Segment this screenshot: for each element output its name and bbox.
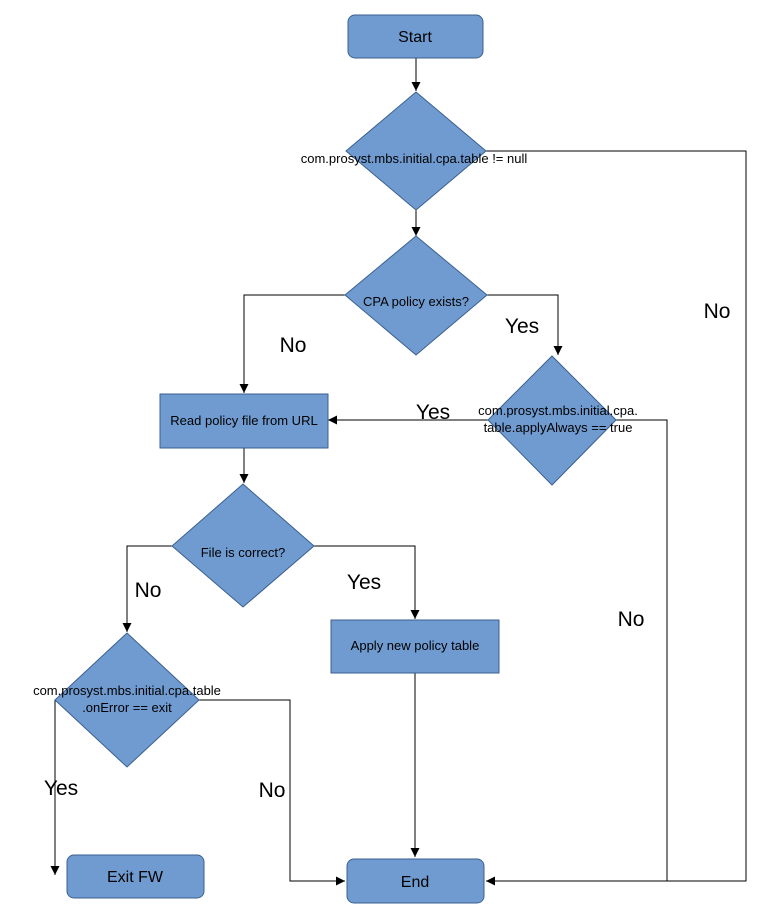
node-start: Start bbox=[347, 14, 484, 59]
cond-apply-label-line2: table.applyAlways == true bbox=[484, 420, 633, 435]
cond-error-label-line2: .onError == exit bbox=[82, 700, 172, 715]
label-error-no: No bbox=[259, 779, 286, 802]
cond-apply-label-line1: com.prosyst.mbs.initial.cpa. bbox=[478, 403, 638, 418]
node-cond-policy: CPA policy exists? bbox=[344, 235, 488, 356]
node-read-policy: Read policy file from URL bbox=[159, 393, 329, 449]
cond-file-decision bbox=[171, 483, 315, 608]
label-apply-yes: Yes bbox=[416, 401, 450, 424]
node-cond-table: com.prosyst.mbs.initial.cpa.table != nul… bbox=[301, 91, 528, 211]
end-label: End bbox=[401, 874, 429, 891]
node-apply-table: Apply new policy table bbox=[330, 619, 500, 674]
cond-apply-decision bbox=[487, 355, 617, 486]
edge-policy-no-to-read bbox=[239, 294, 345, 393]
node-exit-fw: Exit FW bbox=[66, 854, 205, 899]
node-end: End bbox=[346, 858, 485, 904]
apply-table-process bbox=[330, 619, 500, 674]
node-cond-apply: com.prosyst.mbs.initial.cpa. table.apply… bbox=[478, 355, 638, 486]
connectors bbox=[50, 58, 747, 886]
label-table-no: No bbox=[704, 300, 731, 323]
exit-fw-label: Exit FW bbox=[107, 869, 164, 886]
read-policy-label: Read policy file from URL bbox=[170, 413, 317, 428]
edge-policy-yes-to-apply bbox=[487, 294, 563, 355]
read-policy-process bbox=[159, 393, 329, 449]
cond-policy-label: CPA policy exists? bbox=[363, 294, 469, 309]
apply-table-label: Apply new policy table bbox=[351, 638, 480, 653]
label-file-no: No bbox=[135, 579, 162, 602]
cond-table-label: com.prosyst.mbs.initial.cpa.table != nul… bbox=[301, 151, 528, 166]
edge-file-yes-to-apply-table bbox=[314, 545, 420, 619]
label-error-yes: Yes bbox=[44, 777, 78, 800]
cond-table-decision bbox=[345, 91, 487, 211]
exit-fw-terminator bbox=[66, 854, 205, 899]
start-label: Start bbox=[398, 29, 432, 46]
label-file-yes: Yes bbox=[347, 571, 381, 594]
end-terminator bbox=[346, 858, 485, 904]
start-terminator bbox=[347, 14, 484, 59]
cond-error-label-line1: com.prosyst.mbs.initial.cpa.table bbox=[33, 683, 221, 698]
cond-file-label: File is correct? bbox=[201, 545, 286, 560]
edge-error-no-to-end bbox=[199, 699, 345, 886]
label-policy-yes: Yes bbox=[505, 315, 539, 338]
edge-labels: No No Yes Yes No No Yes Yes No bbox=[44, 300, 731, 802]
label-policy-no: No bbox=[280, 334, 307, 357]
edge-file-no-to-error bbox=[122, 545, 172, 632]
edge-table-no-to-end bbox=[486, 150, 747, 886]
cond-error-decision bbox=[54, 632, 200, 768]
node-cond-error: com.prosyst.mbs.initial.cpa.table .onErr… bbox=[33, 632, 221, 768]
edge-apply-no-to-end bbox=[560, 419, 668, 882]
cond-policy-decision bbox=[344, 235, 488, 356]
node-cond-file: File is correct? bbox=[171, 483, 315, 608]
label-apply-no: No bbox=[618, 608, 645, 631]
